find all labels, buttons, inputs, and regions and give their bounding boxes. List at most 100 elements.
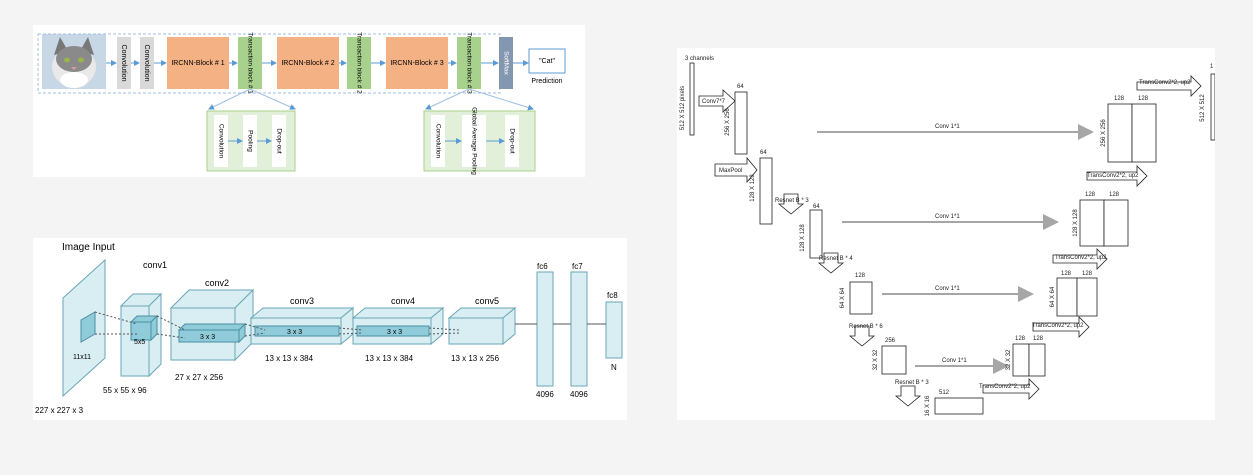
transition-block-2: Transaction block # 2 (347, 32, 371, 94)
enc-size-label: 256 X 256 (725, 108, 731, 136)
transconv-arrow-5 (1136, 75, 1202, 97)
conv-label: Convolution (120, 45, 127, 82)
transition-label: Transaction block # 3 (465, 32, 472, 94)
dec-block-4b (1028, 343, 1046, 377)
enc-block-5 (881, 345, 907, 375)
unet-panel: 3 channels 512 X 512 pixels Conv7*7 64 2… (677, 48, 1216, 420)
output-size-label: 512 X 512 (1200, 94, 1206, 122)
input-channels-label: 3 channels (685, 56, 714, 62)
detail-label: Convolution (217, 124, 224, 159)
resnet-label: Resnet B * 4 (819, 256, 853, 262)
dim-label-conv4: 13 x 13 x 384 (365, 354, 414, 363)
transition-detail-right: Convolution Global Average Pooling Drop-… (423, 107, 536, 175)
fc7-bar (570, 271, 588, 387)
unet-diagram: 3 channels 512 X 512 pixels Conv7*7 64 2… (680, 56, 1216, 416)
input-conv-2: Convolution (140, 37, 154, 89)
dec-size-label: 128 X 128 (1073, 209, 1079, 237)
enc-channel-label: 512 (939, 390, 950, 396)
detail-label: Global Average Pooling (470, 107, 477, 175)
enc-block-2 (759, 157, 773, 225)
detail-label: Convolution (434, 124, 441, 159)
dec-channel-label: 128 (1082, 271, 1093, 277)
kernel-5x5 (129, 314, 159, 342)
dec-channel-label: 128 (1033, 336, 1044, 342)
enc-channel-label: 256 (885, 338, 896, 344)
kernel-label: 5x5 (134, 339, 145, 346)
skip-label: Conv 1*1 (942, 358, 967, 364)
dec-block-1a (1107, 103, 1133, 163)
layer-label-conv3: conv3 (290, 296, 314, 306)
dec-block-3b (1076, 277, 1098, 317)
skip-connections (817, 124, 1094, 374)
transition-label: Transaction block # 2 (355, 32, 362, 94)
enc-channel-label: 128 (855, 273, 866, 279)
transconv-label: TransConv2*2, up2 (1087, 173, 1139, 179)
input-bar (689, 62, 695, 136)
dec-channel-label: 128 (1061, 271, 1072, 277)
dec-channel-label: 128 (1109, 192, 1120, 198)
transition-label: Transaction block # 1 (246, 32, 253, 94)
softmax-label: SoftMax (502, 51, 509, 76)
block-label: IRCNN-Block # 1 (171, 60, 224, 67)
ircnn-block-1: IRCNN-Block # 1 (167, 37, 229, 89)
prediction-output: "Cat" Prediction (528, 48, 566, 85)
skip-label: Conv 1*1 (935, 124, 960, 130)
dim-label-conv5: 13 x 13 x 256 (451, 354, 500, 363)
dec-channel-label: 128 (1114, 96, 1125, 102)
resnet-label: Resnet B * 3 (895, 380, 929, 386)
enc-size-label: 64 X 64 (840, 287, 846, 308)
input-conv-1: Convolution (117, 37, 131, 89)
input-size-label: 512 X 512 pixels (680, 86, 686, 130)
enc-channel-label: 64 (813, 204, 820, 210)
resnet-arrow-1 (777, 193, 805, 215)
dec-block-1b (1131, 103, 1157, 163)
kernel-conv4 (356, 325, 430, 337)
dim-label-fc7: 4096 (570, 390, 588, 399)
enc-size-label: 32 X 32 (873, 349, 879, 370)
resnet-arrow-3 (848, 325, 876, 347)
dim-label-conv2: 27 x 27 x 256 (175, 373, 224, 382)
maxpool-arrow (714, 156, 758, 184)
dec-block-2a (1079, 199, 1105, 247)
detail-label: Drop-out (275, 128, 282, 153)
ircnn-block-2: IRCNN-Block # 2 (277, 37, 339, 89)
resnet-label: Resnet B * 6 (849, 324, 883, 330)
alexnet-panel: Image Input (33, 238, 627, 420)
projection-lines (94, 311, 460, 339)
enc-block-6 (934, 397, 984, 415)
dec-channel-label: 128 (1015, 336, 1026, 342)
detail-label: Pooling (246, 130, 253, 152)
enc-channel-label: 64 (737, 84, 744, 90)
dec-size-label: 32 X 32 (1006, 349, 1012, 370)
dec-block-2b (1103, 199, 1129, 247)
kernel-label: 3 x 3 (200, 334, 215, 341)
dim-label-conv1: 55 x 55 x 96 (103, 386, 147, 395)
dim-label-fc6: 4096 (536, 390, 554, 399)
enc-block-4 (849, 281, 873, 315)
kernel-conv3 (254, 325, 340, 337)
enc-block-1 (734, 91, 748, 155)
dim-label-fc8: N (611, 363, 617, 372)
block-label: IRCNN-Block # 2 (281, 60, 334, 67)
output-label: "Cat" (539, 58, 555, 65)
ircnn-diagram: Convolution Convolution IRCNN-Block # 1 … (37, 32, 566, 175)
conv-label: Convolution (143, 45, 150, 82)
transconv-arrow-1 (982, 378, 1040, 400)
cat-image (42, 34, 106, 89)
layer-label-fc6: fc6 (537, 262, 548, 271)
expansion-arrows (208, 88, 534, 111)
transconv-arrow-2 (1032, 316, 1090, 338)
enc-size-label: 128 X 128 (750, 174, 756, 202)
block-label: IRCNN-Block # 3 (390, 60, 443, 67)
transition-block-1: Transaction block # 1 (238, 32, 262, 94)
layer-label-conv1: conv1 (143, 260, 167, 270)
output-bar (1210, 73, 1216, 141)
ircnn-block-3: IRCNN-Block # 3 (386, 37, 448, 89)
ircnn-panel: Convolution Convolution IRCNN-Block # 1 … (33, 25, 585, 177)
transconv-label: TransConv2*2, up2 (1139, 80, 1191, 86)
transition-block-3: Transaction block # 3 (457, 32, 481, 94)
transconv-label: TransConv2*2, up2 (1032, 323, 1084, 329)
enc-channel-label: 64 (760, 150, 767, 156)
kernel-label: 3 x 3 (287, 329, 302, 336)
alexnet-diagram: Image Input (35, 242, 623, 415)
